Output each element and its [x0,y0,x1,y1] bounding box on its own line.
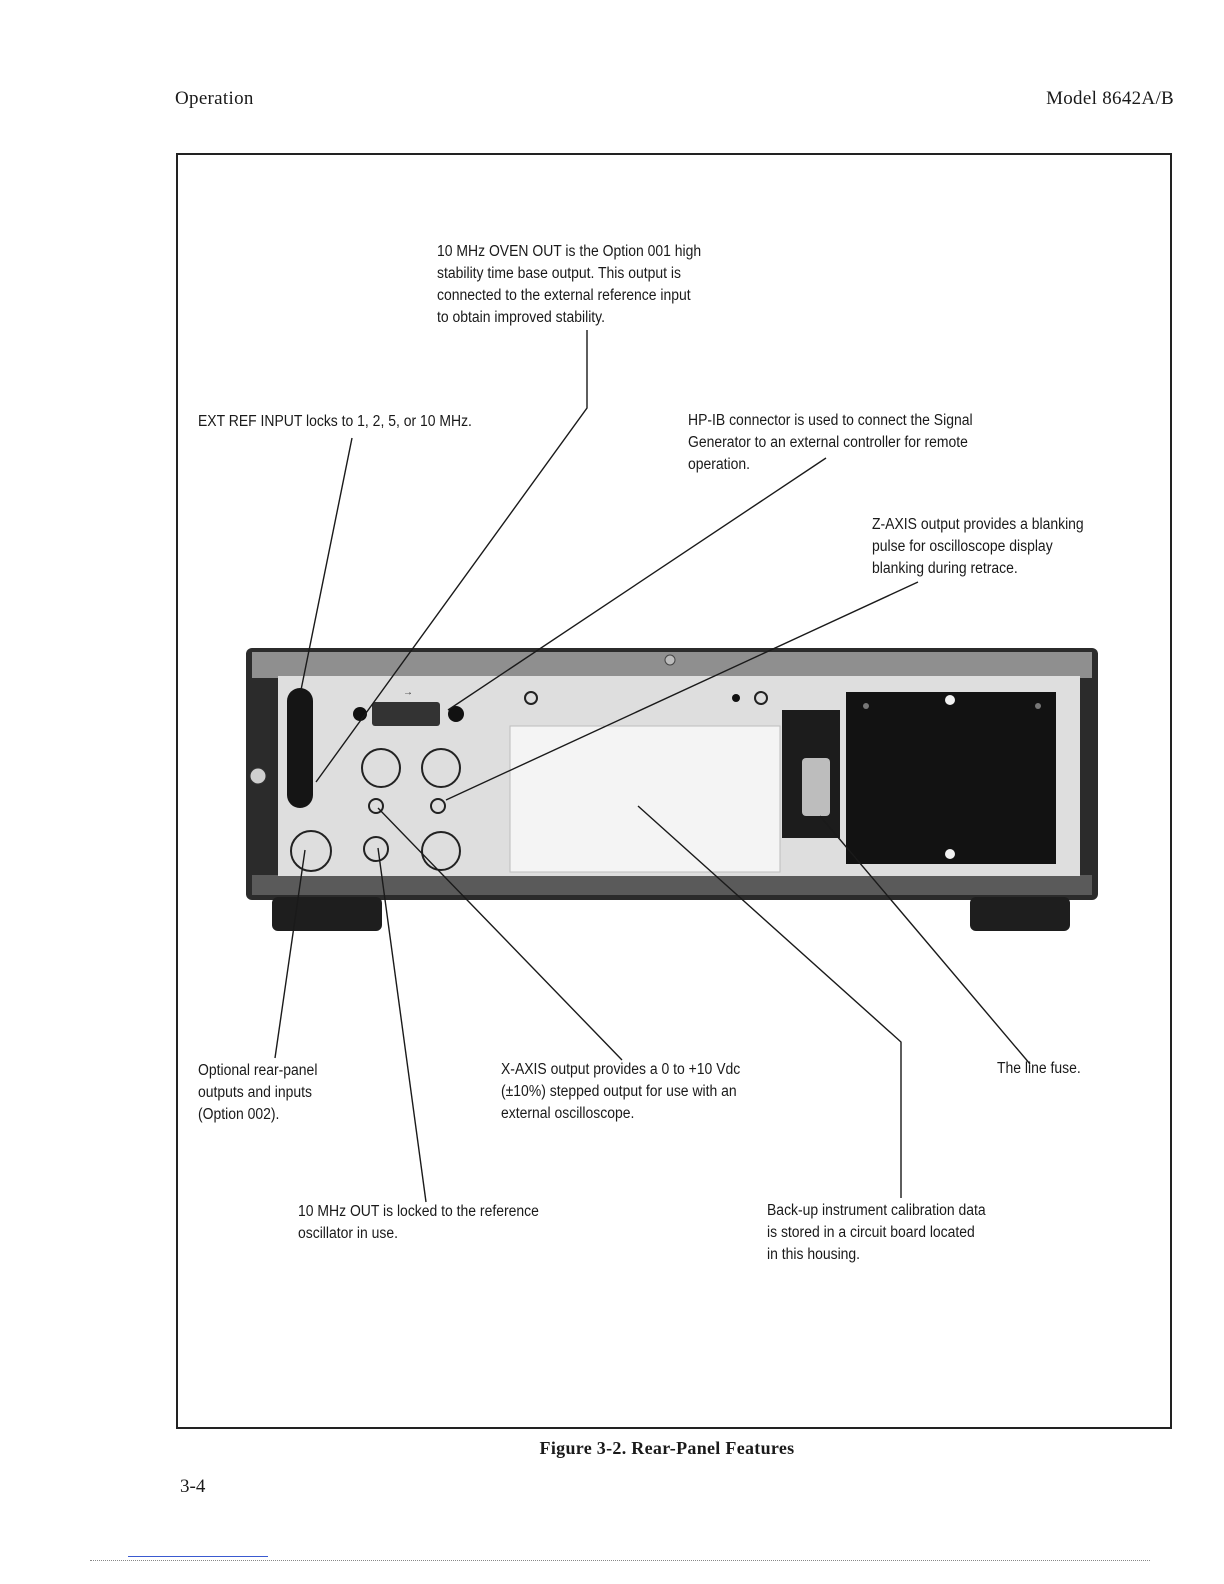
callout-line: in this housing. [767,1246,861,1263]
callout-line: Optional rear-panel [198,1062,318,1079]
bottom-rule [0,1556,1224,1562]
callout-line: oscillator in use. [298,1225,399,1242]
leader-xaxis [377,807,623,1061]
callout-fuse: The line fuse. [997,1058,1081,1080]
callout-oven-out: 10 MHz OVEN OUT is the Option 001 high s… [437,241,701,329]
callout-optional: Optional rear-panel outputs and inputs (… [198,1060,317,1126]
callout-line: connected to the external reference inpu… [437,287,691,304]
callout-line: EXT REF INPUT locks to 1, 2, 5, or 10 MH… [198,413,472,430]
figure-frame [176,153,1172,1429]
svg-text:→: → [403,687,413,698]
figure-caption-text: Figure 3-2. Rear-Panel Features [539,1438,795,1458]
callout-line: outputs and inputs [198,1084,313,1101]
callout-line: X-AXIS output provides a 0 to +10 Vdc [501,1061,741,1078]
page-number: 3-4 [180,1476,206,1497]
bottom-rule-blue [128,1556,268,1557]
callout-line: Back-up instrument calibration data [767,1202,986,1219]
leader-ext-ref [300,437,353,691]
leader-zaxis [445,581,919,801]
callout-line: The line fuse. [997,1060,1081,1077]
callout-line: blanking during retrace. [872,560,1018,577]
leader-optional [274,849,306,1059]
ext-ref-input-handle [287,688,313,808]
callout-line: 10 MHz OUT is locked to the reference [298,1203,539,1220]
callout-line: (±10%) stepped output for use with an [501,1083,737,1100]
callout-line: pulse for oscilloscope display [872,538,1053,555]
callout-10mhz-out: 10 MHz OUT is locked to the reference os… [298,1201,539,1245]
callout-hpib: HP-IB connector is used to connect the S… [688,410,973,476]
callout-line: (Option 002). [198,1106,280,1123]
section-header: Operation [175,88,254,109]
model-header: Model 8642A/B [1046,88,1174,109]
fuse-holder [782,710,840,838]
leader-backup [637,805,902,1198]
leader-lines [274,330,1031,1203]
callout-xaxis: X-AXIS output provides a 0 to +10 Vdc (±… [501,1059,740,1125]
bottom-rule-gray [90,1560,1150,1561]
leader-hpib [447,457,827,711]
bnc-connectors [290,691,768,872]
callout-zaxis: Z-AXIS output provides a blanking pulse … [872,514,1084,580]
callout-line: external oscilloscope. [501,1105,635,1122]
top-screw [664,654,676,666]
callout-line: is stored in a circuit board located [767,1224,975,1241]
leader-fuse [819,815,1031,1065]
callout-line: HP-IB connector is used to connect the S… [688,412,973,429]
indicator-dot [732,694,740,702]
hpib-connector: → [353,687,464,726]
callout-line: Z-AXIS output provides a blanking [872,516,1084,533]
callout-ext-ref: EXT REF INPUT locks to 1, 2, 5, or 10 MH… [198,411,472,433]
leader-oven-out [315,330,588,783]
line-power-module [846,692,1056,864]
leader-10mhz-out [377,847,427,1203]
callout-line: operation. [688,456,751,473]
callout-line: stability time base output. This output … [437,265,681,282]
callout-backup: Back-up instrument calibration data is s… [767,1200,986,1266]
callout-line: to obtain improved stability. [437,309,606,326]
callout-line: 10 MHz OVEN OUT is the Option 001 high [437,243,702,260]
figure-caption: Figure 3-2. Rear-Panel Features [0,1438,1224,1459]
callout-line: Generator to an external controller for … [688,434,968,451]
